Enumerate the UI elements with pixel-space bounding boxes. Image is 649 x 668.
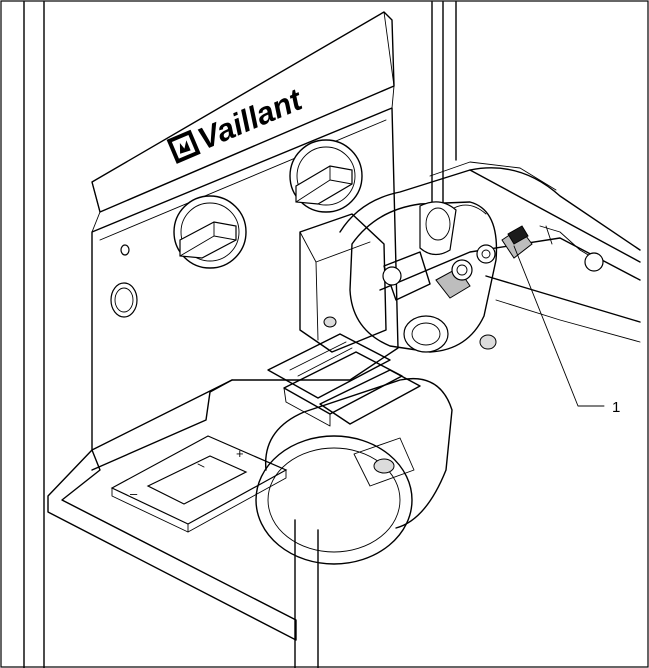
electronics-box xyxy=(267,213,421,427)
battery-minus-sign: – xyxy=(130,486,138,501)
gas-valve-test-nipple xyxy=(501,225,533,259)
gas-valve-assembly xyxy=(339,161,641,353)
lower-front-plate xyxy=(47,379,297,641)
box-screw xyxy=(323,316,337,328)
battery-plus-sign: + xyxy=(236,446,244,461)
callout-leader-line xyxy=(513,245,605,407)
valve-screw xyxy=(479,334,497,350)
temperature-dial-left xyxy=(173,195,247,269)
battery-compartment: + – xyxy=(110,435,288,533)
battery-slot xyxy=(146,455,248,505)
fan-screw xyxy=(373,458,395,474)
reset-button xyxy=(110,282,138,318)
fan-housing xyxy=(255,378,453,565)
vaillant-logo: Vaillant xyxy=(166,81,309,164)
callout-1: 1 xyxy=(513,245,620,416)
brand-name: Vaillant xyxy=(193,81,309,157)
status-led xyxy=(120,244,130,256)
callout-number: 1 xyxy=(612,399,620,416)
temperature-dial-right xyxy=(289,139,363,213)
boiler-casing xyxy=(23,1,457,668)
